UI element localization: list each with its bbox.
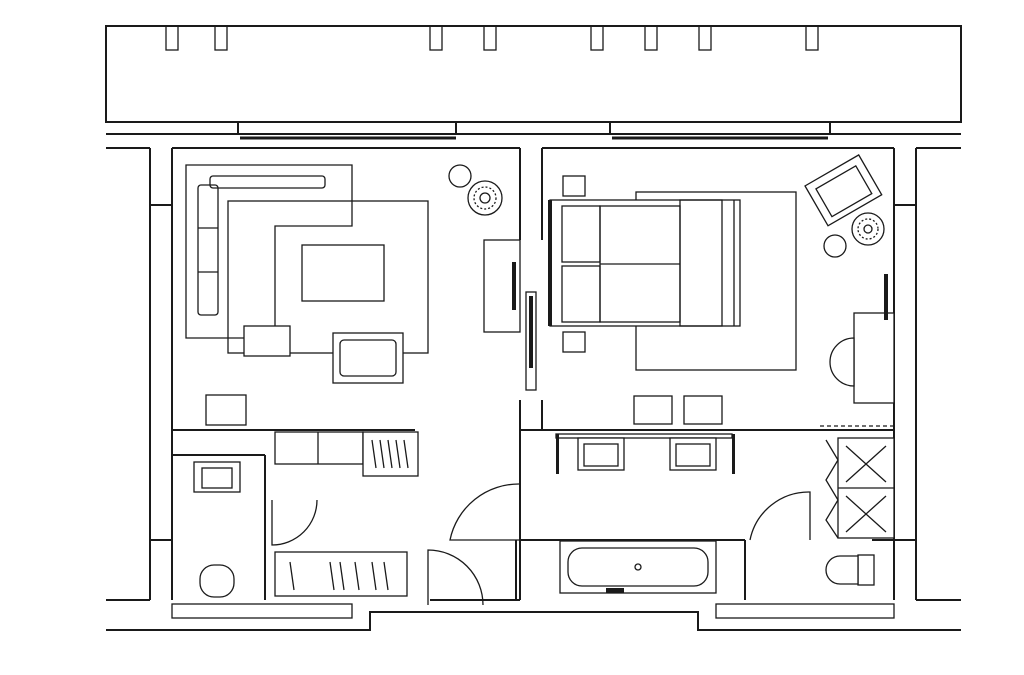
guest-washroom bbox=[193, 461, 318, 598]
bathtub bbox=[559, 540, 717, 594]
ottoman bbox=[205, 394, 247, 426]
side-table bbox=[823, 234, 847, 258]
nightstand bbox=[562, 175, 586, 197]
toilet bbox=[825, 554, 875, 586]
exterior-walls bbox=[106, 121, 961, 631]
wc-door[interactable] bbox=[749, 491, 811, 541]
desk-chair bbox=[829, 337, 855, 387]
plant-icon bbox=[467, 180, 503, 216]
armchair bbox=[332, 332, 404, 384]
bed bbox=[548, 199, 741, 327]
coffee-table bbox=[301, 244, 385, 302]
rug bbox=[227, 200, 429, 354]
master-bathroom bbox=[555, 433, 875, 594]
toilet bbox=[199, 564, 235, 598]
bathroom-door[interactable] bbox=[449, 483, 521, 541]
plant-icon bbox=[851, 212, 885, 246]
entrance-door[interactable] bbox=[427, 549, 484, 606]
lamp bbox=[448, 164, 472, 188]
bedroom bbox=[548, 154, 895, 425]
side-table bbox=[243, 325, 291, 357]
ottoman bbox=[633, 395, 673, 425]
wardrobe bbox=[274, 431, 895, 597]
balcony bbox=[105, 25, 962, 123]
desk bbox=[853, 312, 895, 404]
sink bbox=[577, 437, 717, 471]
ottoman bbox=[683, 395, 723, 425]
door bbox=[271, 499, 318, 546]
living-room bbox=[185, 164, 537, 426]
nightstand bbox=[562, 331, 586, 353]
interior-walls bbox=[171, 148, 894, 601]
armchair bbox=[804, 154, 883, 227]
